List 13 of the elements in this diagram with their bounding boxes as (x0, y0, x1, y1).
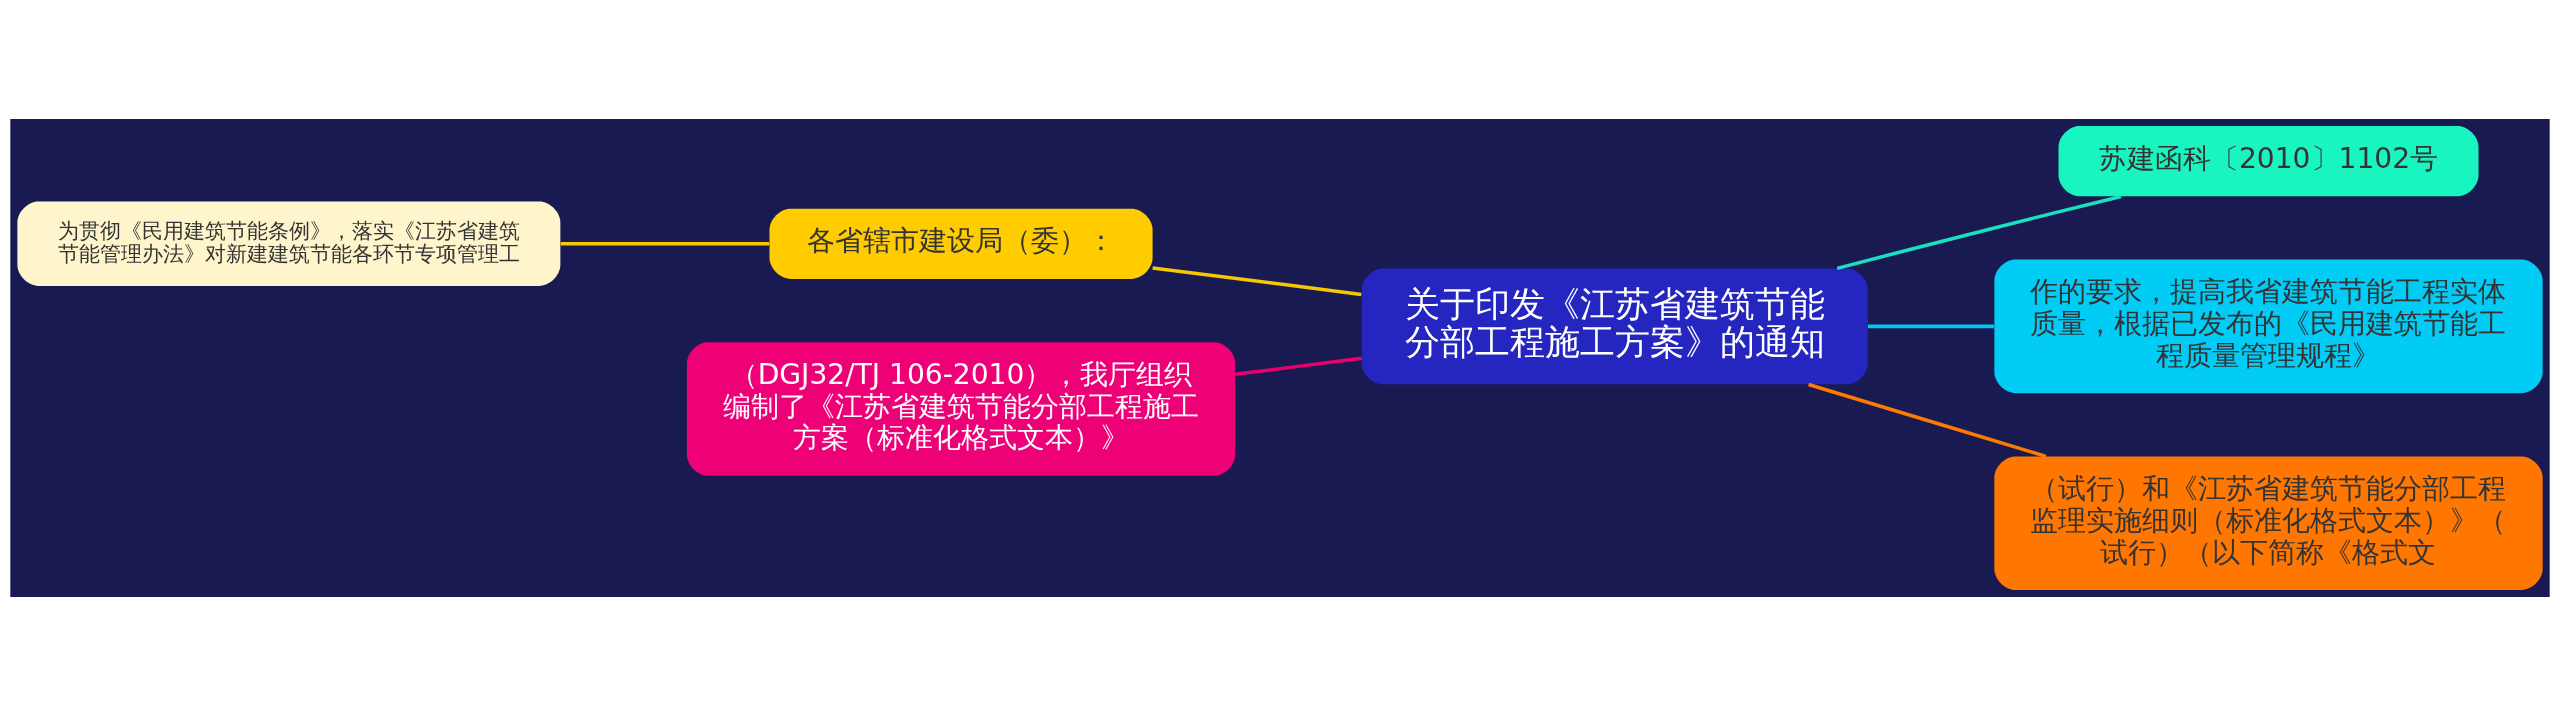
node-box: 各省辖市建设局（委）： (769, 208, 1153, 279)
node-box: 关于印发《江苏省建筑节能分部工程施工方案》的通知 (1361, 267, 1868, 384)
node-box: （试行）和《江苏省建筑节能分部工程监理实施细则（标准化格式文本）》（试行）（以下简称《格式文 (1994, 455, 2543, 590)
connector (1808, 382, 2047, 458)
connector (560, 241, 770, 246)
node-box: 苏建函科〔2010〕1102号 (2058, 125, 2479, 196)
node-box: 为贯彻《民用建筑节能条例》，落实《江苏省建筑节能管理办法》对新建建筑节能各环节专项管理工 (17, 201, 561, 286)
connector (1836, 194, 2122, 270)
connector (1235, 356, 1362, 376)
node-box: 作的要求，提高我省建筑节能工程实体质量，根据已发布的《民用建筑节能工程质量管理规程》 (1994, 259, 2543, 393)
connector (1867, 324, 1994, 328)
node-box: （DGJ32/TJ 106-2010），我厅组织编制了《江苏省建筑节能分部工程施工方案（标准化格式文本）》 (686, 341, 1236, 476)
connector (1152, 265, 1362, 296)
